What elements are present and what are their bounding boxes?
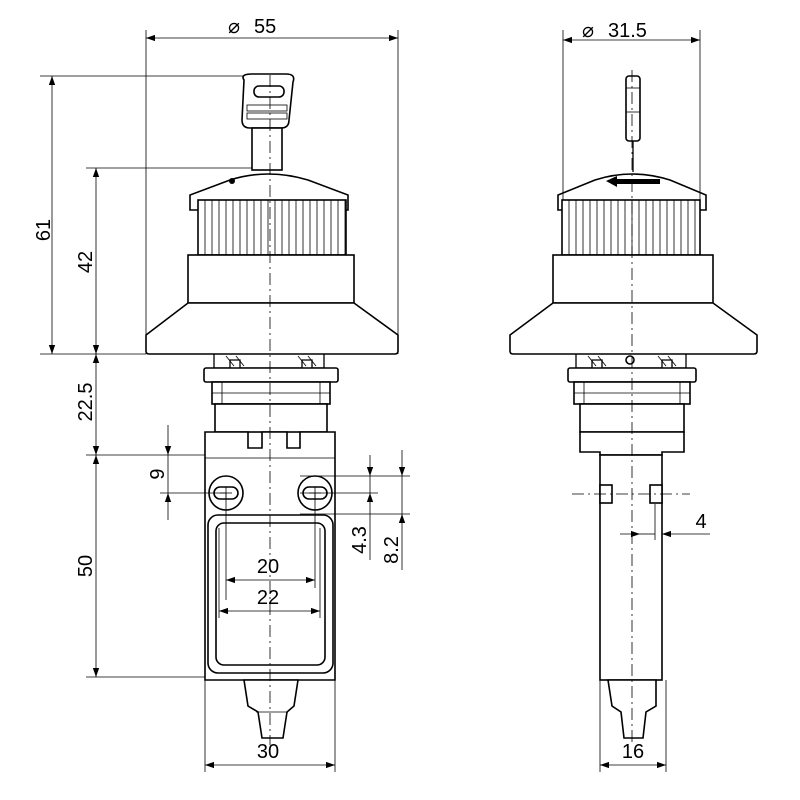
diameter-symbol-side: ⌀ (582, 20, 594, 42)
dim-9: 9 (147, 468, 169, 479)
dim-4-3: 4.3 (349, 526, 371, 554)
dim-4: 4 (695, 511, 706, 533)
dim-16: 16 (622, 741, 644, 763)
dim-30: 30 (257, 741, 279, 763)
mount-clips (213, 354, 325, 369)
flange-side (509, 302, 758, 355)
mount-clips-side (575, 354, 687, 369)
cable-gland (243, 679, 299, 739)
dimension-labels: ⌀ 55 ⌀ 31.5 61 42 22.5 9 50 4.3 8.2 20 2… (33, 16, 707, 763)
dim-22-5: 22.5 (75, 383, 97, 422)
dim-8-2: 8.2 (381, 536, 403, 564)
side-view (509, 70, 758, 745)
dim-diam-55: 55 (254, 16, 276, 38)
knurled-knob-side (557, 173, 707, 256)
actuator-body (214, 403, 328, 433)
dim-20: 20 (257, 556, 279, 578)
dim-50: 50 (75, 555, 97, 577)
dim-61: 61 (33, 219, 55, 241)
cover-inner (215, 522, 326, 666)
collar (187, 254, 355, 304)
arrow-icon (606, 176, 660, 187)
key-icon (241, 73, 295, 171)
nut (203, 367, 339, 383)
dim-diam-31-5: 31.5 (608, 20, 647, 42)
dimension-lines (40, 30, 710, 772)
flange (145, 302, 399, 355)
knurled-knob (189, 173, 349, 256)
diameter-symbol: ⌀ (228, 16, 240, 38)
front-view (145, 73, 399, 745)
key-edge (625, 75, 641, 142)
dim-42: 42 (75, 251, 97, 273)
dim-22: 22 (257, 587, 279, 609)
collar-side (552, 254, 714, 304)
